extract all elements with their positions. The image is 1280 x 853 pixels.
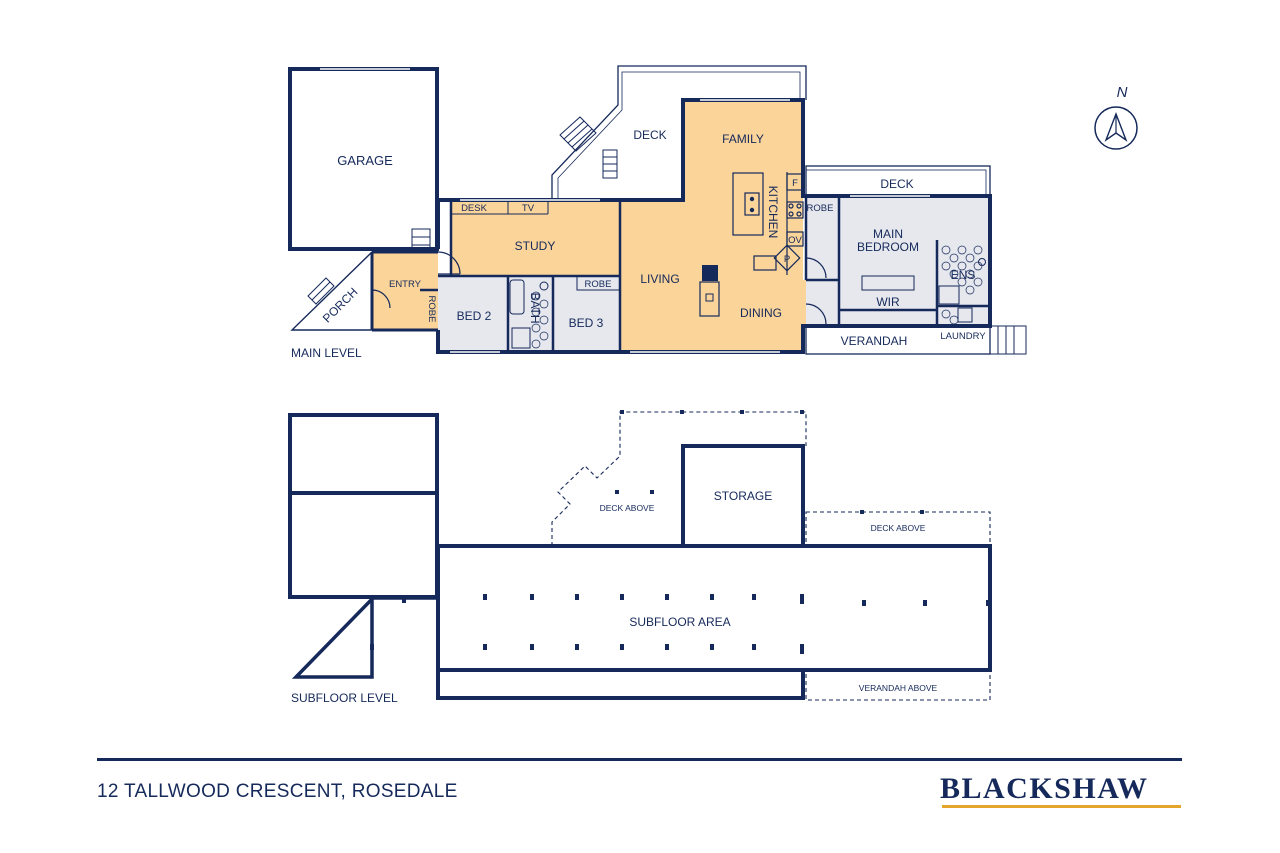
toilet bbox=[539, 281, 549, 291]
bed2-label: BED 2 bbox=[457, 309, 492, 323]
subfloor-level-title: SUBFLOOR LEVEL bbox=[291, 691, 398, 705]
verandah-label: VERANDAH bbox=[841, 334, 908, 348]
kitchen-fixtures bbox=[732, 172, 804, 275]
main-level-labels: GARAGE DECK FAMILY KITCHEN DECK DESK TV … bbox=[291, 128, 986, 360]
vanity bbox=[511, 327, 531, 349]
storage-walls bbox=[681, 444, 805, 548]
verandah-above-label: VERANDAH ABOVE bbox=[859, 683, 938, 693]
kitchen-label: KITCHEN bbox=[766, 186, 780, 239]
storage-label: STORAGE bbox=[714, 489, 772, 503]
porch-steps bbox=[307, 277, 335, 305]
windows bbox=[320, 68, 930, 353]
brand-logo: BLACKSHAW bbox=[940, 772, 1149, 805]
subfloor-level-plan: DECK ABOVE STORAGE DECK ABOVE SUBFLOOR A… bbox=[288, 410, 992, 705]
pantry-box bbox=[773, 244, 801, 272]
wir-rail bbox=[861, 275, 915, 291]
ens-vanity bbox=[938, 285, 960, 305]
verandah-above-outline bbox=[805, 669, 991, 701]
subfloor-piers bbox=[370, 410, 990, 672]
subfloor-west-bump bbox=[436, 670, 805, 700]
cooktop bbox=[786, 201, 804, 219]
ens-toilet bbox=[978, 258, 986, 266]
bath-fixtures bbox=[509, 279, 549, 349]
laundry-label: LAUNDRY bbox=[940, 331, 986, 342]
bed2-fill bbox=[438, 276, 508, 352]
fireplace bbox=[702, 265, 718, 281]
porch-outline bbox=[290, 250, 373, 331]
kitchen-sink bbox=[744, 192, 760, 216]
oven-label: OV bbox=[788, 235, 802, 246]
deck-above-east-outline bbox=[805, 511, 991, 547]
robe-entry-label: ROBE bbox=[426, 296, 437, 323]
desk-label: DESK bbox=[461, 203, 488, 214]
burner-3 bbox=[788, 211, 794, 217]
subfloor-porch bbox=[291, 594, 374, 679]
deck-north-outline bbox=[551, 65, 807, 200]
bench-end bbox=[753, 255, 777, 271]
main-bedroom-label-2: BEDROOM bbox=[857, 240, 919, 254]
compass-label: N bbox=[1117, 84, 1128, 101]
property-address: 12 TALLWOOD CRESCENT, ROSEDALE bbox=[97, 781, 458, 802]
main-level-title: MAIN LEVEL bbox=[291, 346, 362, 360]
subfloor-labels: DECK ABOVE STORAGE DECK ABOVE SUBFLOOR A… bbox=[291, 489, 938, 705]
room-fills bbox=[372, 100, 990, 352]
family-label: FAMILY bbox=[722, 132, 764, 146]
garage-label: GARAGE bbox=[337, 153, 393, 168]
bath-tiles bbox=[531, 291, 549, 349]
subfloor-garage-lower bbox=[288, 491, 439, 599]
footer-rule bbox=[97, 758, 1182, 761]
laundry-tub bbox=[957, 307, 973, 323]
deck-north-label: DECK bbox=[633, 128, 666, 142]
sink-drain-2 bbox=[749, 207, 755, 213]
bed3-fill bbox=[553, 276, 620, 352]
porch-label: PORCH bbox=[320, 285, 361, 326]
deck-above-east-label: DECK ABOVE bbox=[871, 523, 926, 533]
deck-steps bbox=[559, 116, 618, 179]
main-level-plan: GARAGE DECK FAMILY KITCHEN DECK DESK TV … bbox=[288, 65, 1027, 360]
living-label: LIVING bbox=[640, 272, 679, 286]
robe-main-label: ROBE bbox=[807, 203, 834, 214]
ensuite-fixtures bbox=[861, 245, 986, 325]
subfloor-garage-upper bbox=[288, 413, 439, 495]
subfloor-area-walls bbox=[436, 544, 992, 672]
study-details bbox=[451, 200, 621, 291]
deck-east-label: DECK bbox=[880, 177, 913, 191]
tv-label: TV bbox=[522, 203, 535, 214]
ens-label: ENS bbox=[951, 268, 976, 282]
pantry-label: P bbox=[784, 254, 790, 265]
study-label: STUDY bbox=[515, 239, 556, 253]
sink-drain bbox=[749, 196, 755, 202]
wir-label: WIR bbox=[876, 295, 900, 309]
entry-steps bbox=[411, 228, 431, 253]
robe-bed3-label: ROBE bbox=[585, 279, 612, 290]
burner-1 bbox=[788, 203, 794, 209]
north-arrow-icon: N bbox=[1094, 84, 1138, 150]
brand-underline bbox=[942, 805, 1181, 808]
bed3-label: BED 3 bbox=[569, 316, 604, 330]
fridge-label: F bbox=[792, 178, 798, 189]
oven-box bbox=[786, 231, 804, 247]
fridge-box bbox=[786, 173, 804, 191]
deck-above-north-outline bbox=[551, 411, 807, 546]
ens-tiles bbox=[941, 245, 983, 325]
living-fixtures bbox=[699, 265, 720, 317]
deck-above-north-label: DECK ABOVE bbox=[600, 503, 655, 513]
subfloor-area-label: SUBFLOOR AREA bbox=[629, 615, 730, 629]
bath-label: BATH bbox=[528, 292, 542, 323]
bathtub bbox=[509, 279, 525, 315]
verandah-steps bbox=[989, 325, 1027, 355]
burner-2 bbox=[796, 203, 802, 209]
entry-label: ENTRY bbox=[389, 279, 422, 290]
dining-label: DINING bbox=[740, 306, 782, 320]
living-zone-fill bbox=[451, 100, 803, 352]
coffee-table-item bbox=[705, 293, 714, 302]
kitchen-island bbox=[732, 172, 764, 236]
coffee-table bbox=[699, 281, 720, 317]
burner-4 bbox=[796, 211, 802, 217]
door-swings bbox=[371, 251, 827, 325]
deck-north-inner bbox=[557, 71, 801, 200]
main-bedroom-label-1: MAIN bbox=[873, 227, 903, 241]
